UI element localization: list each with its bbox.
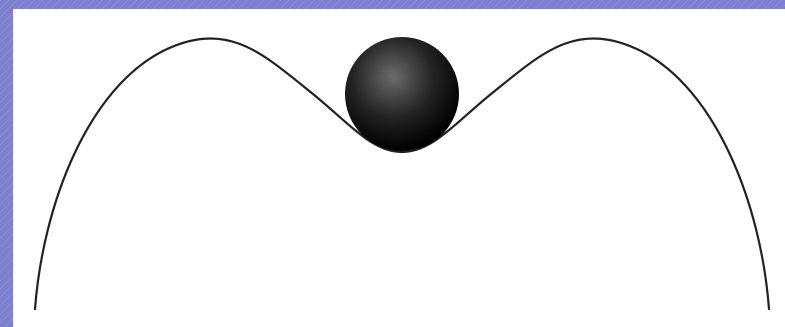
ball: [345, 37, 459, 151]
diagram-canvas: [13, 9, 785, 327]
potential-well-diagram: [13, 9, 785, 327]
